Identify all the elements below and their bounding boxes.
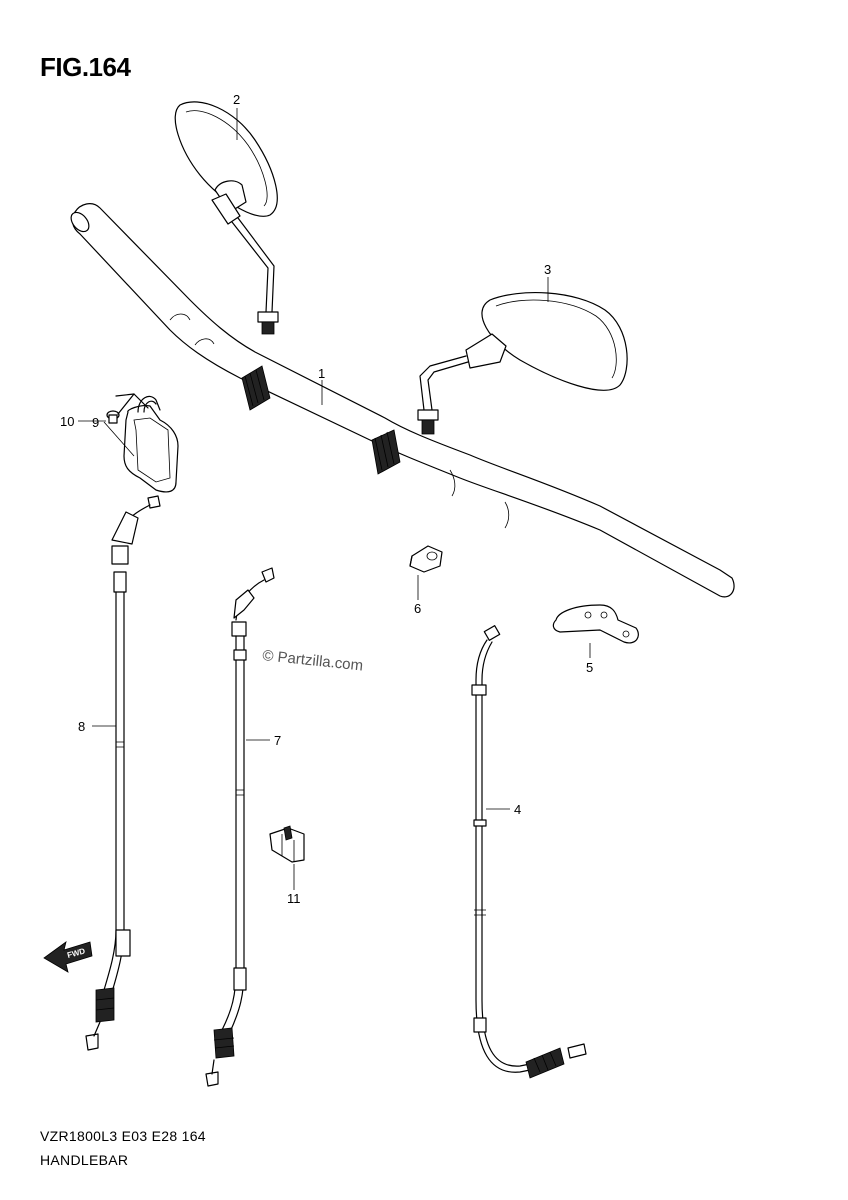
left-mirror-part[interactable] xyxy=(174,101,279,335)
bracket-5-part[interactable] xyxy=(552,604,639,644)
guide-9-part[interactable] xyxy=(123,395,179,493)
watermark-text: © Partzilla.com xyxy=(262,647,364,674)
clip-11-part[interactable] xyxy=(269,825,305,863)
screw-10-part[interactable] xyxy=(106,393,149,424)
callout-3: 3 xyxy=(544,262,551,277)
clamp-6-part[interactable] xyxy=(409,545,443,573)
callout-2: 2 xyxy=(233,92,240,107)
handlebar-part[interactable] xyxy=(68,203,735,598)
right-mirror-part[interactable] xyxy=(417,291,628,435)
callout-9: 9 xyxy=(92,415,99,430)
assembly-name: HANDLEBAR xyxy=(40,1152,129,1168)
callout-4: 4 xyxy=(514,802,521,817)
callout-1: 1 xyxy=(318,366,325,381)
cable-8-part[interactable] xyxy=(85,495,161,1051)
callout-11: 11 xyxy=(287,891,301,906)
forward-direction-arrow: FWD xyxy=(43,941,93,973)
model-code: VZR1800L3 E03 E28 164 xyxy=(40,1128,206,1144)
callout-7: 7 xyxy=(274,733,281,748)
cable-7-part[interactable] xyxy=(205,567,275,1087)
leader-lines xyxy=(78,108,591,890)
callout-5: 5 xyxy=(586,660,593,675)
callout-8: 8 xyxy=(78,719,85,734)
callout-6: 6 xyxy=(414,601,421,616)
figure-title: FIG.164 xyxy=(40,52,131,82)
cable-4-part[interactable] xyxy=(471,625,587,1079)
callout-10: 10 xyxy=(60,414,74,429)
